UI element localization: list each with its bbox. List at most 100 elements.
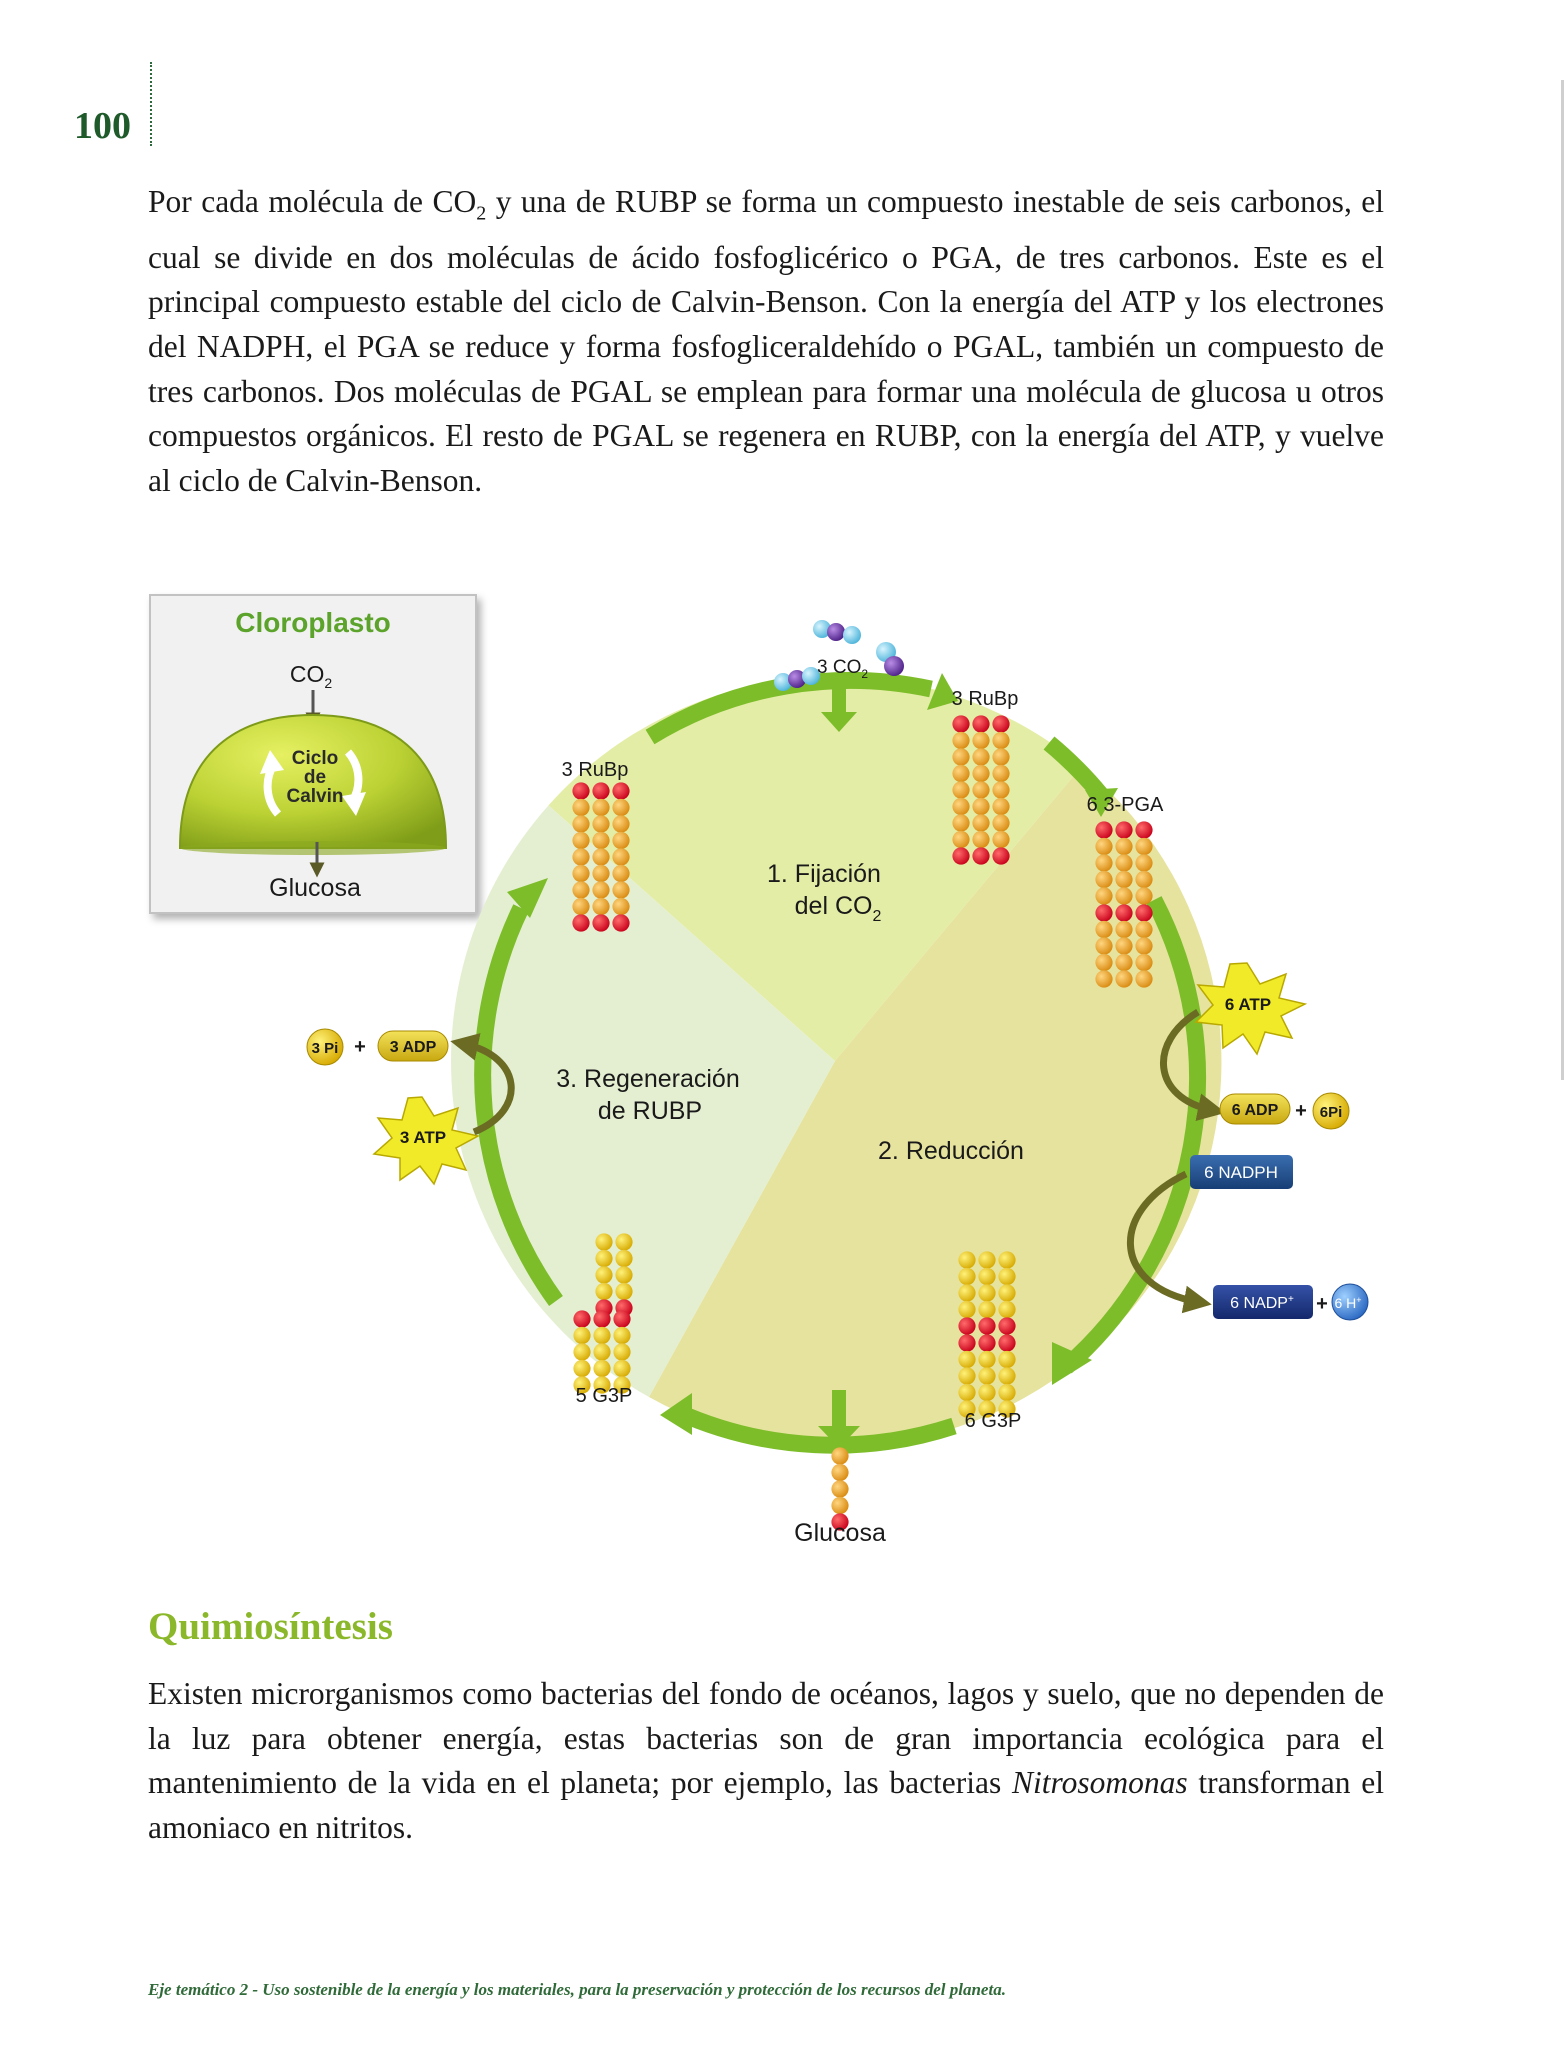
phosphate-ball bbox=[573, 1310, 591, 1328]
inset-glucose-label: Glucosa bbox=[269, 874, 361, 902]
paragraph-quimiosintesis: Existen microrganismos como bacterias de… bbox=[148, 1672, 1384, 1850]
carbon-ball bbox=[952, 814, 970, 832]
carbon-ball bbox=[1095, 920, 1113, 939]
atp-left-label: 3 ATP bbox=[400, 1128, 446, 1147]
inset-cycle-label-2: de bbox=[304, 767, 326, 788]
carbon-ball bbox=[992, 764, 1010, 783]
carbon-ball bbox=[958, 1400, 976, 1418]
h-plus-ball bbox=[1331, 1283, 1369, 1321]
carbon-ball bbox=[593, 1359, 611, 1378]
carbon-ball bbox=[992, 781, 1010, 799]
atp-right-label: 6 ATP bbox=[1225, 995, 1271, 1014]
phosphate-ball bbox=[572, 782, 590, 800]
co2-molecules: 3 CO2 bbox=[774, 620, 904, 691]
g3p-left-label: 5 G3P bbox=[576, 1385, 633, 1407]
plus-right-2: + bbox=[1316, 1293, 1328, 1315]
carbon-ball bbox=[998, 1367, 1016, 1385]
carbon-ball bbox=[612, 831, 630, 850]
phosphate-ball bbox=[958, 1317, 976, 1335]
paragraph-calvin: Por cada molécula de CO2 y una de RUBP s… bbox=[148, 180, 1384, 503]
carbon-ball bbox=[972, 731, 990, 750]
carbon-ball bbox=[978, 1284, 996, 1302]
paragraph-quimiosintesis-italic: Nitrosomonas bbox=[1011, 1765, 1188, 1801]
phosphate-ball bbox=[958, 1334, 976, 1352]
carbon-ball bbox=[592, 798, 610, 817]
carbon-ball bbox=[992, 814, 1010, 832]
pga-chain-upper bbox=[1095, 821, 1153, 905]
carbon-ball bbox=[593, 1343, 611, 1361]
g3p-left-chain-lower bbox=[573, 1310, 631, 1394]
nadph-group: 6 NADPH 6 NADP+ + 6 H+ bbox=[1127, 1155, 1369, 1321]
atp-right-star bbox=[1194, 962, 1308, 1056]
nadph-arrow bbox=[1127, 1170, 1212, 1314]
phosphate-ball bbox=[1095, 821, 1113, 839]
carbon-ball bbox=[958, 1300, 976, 1319]
carbon-ball bbox=[1135, 854, 1153, 872]
carbon-ball bbox=[612, 815, 630, 833]
rubp-top-label: 3 RuBp bbox=[952, 688, 1019, 710]
carbon-ball bbox=[972, 797, 990, 816]
carbon-ball bbox=[952, 731, 970, 750]
carbon-ball bbox=[1115, 937, 1133, 955]
cycle-arrow-left bbox=[474, 904, 563, 1306]
carbon-ball bbox=[612, 798, 630, 817]
phosphate-ball bbox=[998, 1334, 1016, 1352]
carbon-ball bbox=[952, 830, 970, 849]
sector-regeneration bbox=[451, 805, 835, 1397]
carbon-ball bbox=[952, 748, 970, 766]
carbon-ball bbox=[978, 1251, 996, 1269]
phosphate-ball bbox=[952, 715, 970, 733]
carbon-ball bbox=[831, 1496, 849, 1515]
cycle-arrow-bottom bbox=[674, 1404, 957, 1454]
inset-cycle-label-1: Ciclo bbox=[292, 748, 338, 769]
pga-label: 6 3-PGA bbox=[1087, 794, 1164, 816]
nadp-box bbox=[1213, 1285, 1313, 1319]
g3p-right-label: 6 G3P bbox=[965, 1410, 1022, 1432]
carbon-ball bbox=[592, 848, 610, 866]
adp-left-pill bbox=[377, 1030, 449, 1062]
h-plus-label: 6 H+ bbox=[1334, 1295, 1361, 1311]
paragraph-quimiosintesis-part1: Existen microrganismos como bacterias de… bbox=[148, 1676, 1384, 1801]
carbon-ball bbox=[992, 731, 1010, 750]
phosphate-ball bbox=[978, 1317, 996, 1335]
phosphate-ball bbox=[831, 1513, 849, 1531]
carbon-ball bbox=[1095, 953, 1113, 972]
atp-left-star bbox=[372, 1096, 481, 1186]
carbon-ball bbox=[958, 1350, 976, 1369]
carbon-ball bbox=[998, 1400, 1016, 1418]
cycle-sectors bbox=[451, 676, 1222, 1447]
carbon-ball bbox=[595, 1282, 613, 1301]
carbon-ball bbox=[573, 1326, 591, 1345]
phosphate-ball bbox=[1095, 904, 1113, 922]
sector-fixation bbox=[548, 676, 1082, 1061]
calvin-cycle-diagram: Cloroplasto CO2 Ciclo de Calvin Glucosa bbox=[149, 594, 1369, 1547]
phosphate-ball bbox=[952, 847, 970, 865]
carbon-ball bbox=[612, 897, 630, 916]
phosphate-ball bbox=[992, 715, 1010, 733]
carbon-ball bbox=[972, 748, 990, 766]
carbon-ball bbox=[1115, 854, 1133, 872]
page-number-divider bbox=[150, 62, 152, 146]
cycle-arrows bbox=[474, 671, 1206, 1454]
carbon-ball bbox=[958, 1251, 976, 1269]
g3p-right-chain-lower bbox=[958, 1334, 1016, 1418]
glucose-output-label: Glucosa bbox=[794, 1519, 886, 1547]
atp-left-arrow bbox=[450, 1033, 515, 1136]
carbon-ball bbox=[1115, 870, 1133, 889]
atp-left-group: 3 ATP 3 Pi + 3 ADP bbox=[306, 1028, 515, 1186]
pga-chain-lower bbox=[1095, 904, 1153, 988]
phase-reduction-label: 2. Reducción bbox=[878, 1137, 1024, 1165]
phosphate-ball bbox=[978, 1334, 996, 1352]
carbon-ball bbox=[998, 1300, 1016, 1319]
phosphate-ball bbox=[613, 1310, 631, 1328]
carbon-ball bbox=[978, 1400, 996, 1418]
carbon-ball bbox=[952, 797, 970, 816]
carbon-ball bbox=[615, 1282, 633, 1301]
carbon-ball bbox=[978, 1350, 996, 1369]
carbon-ball bbox=[958, 1383, 976, 1402]
carbon-ball bbox=[958, 1267, 976, 1286]
paragraph-calvin-subscript: 2 bbox=[476, 202, 487, 225]
carbon-ball bbox=[613, 1343, 631, 1361]
adp-right-pill bbox=[1219, 1093, 1291, 1125]
carbon-ball bbox=[978, 1383, 996, 1402]
